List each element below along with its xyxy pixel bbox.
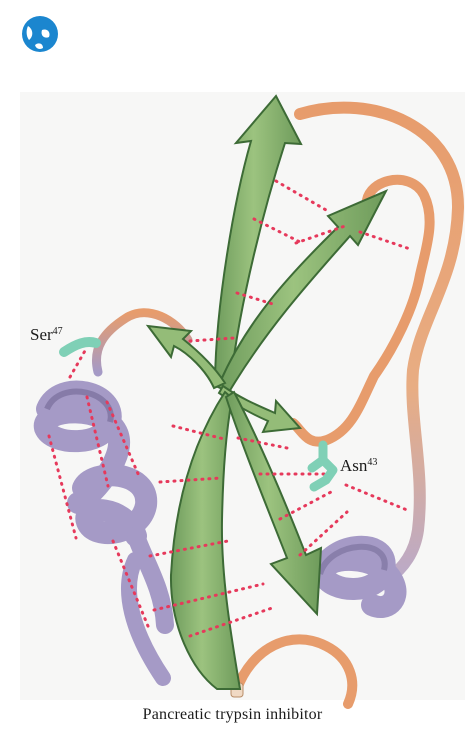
ser-47-side-chain — [64, 342, 96, 352]
asn-43-label: Asn43 — [340, 456, 377, 476]
left-alpha-helix — [45, 392, 165, 678]
ser-47-label: Ser47 — [30, 325, 63, 345]
figure-caption: Pancreatic trypsin inhibitor — [0, 706, 465, 724]
beta-sheet — [148, 96, 386, 689]
asn-residue-number: 43 — [367, 457, 377, 468]
ser-residue-number: 47 — [53, 326, 63, 337]
ser-residue-name: Ser — [30, 325, 53, 344]
bottom-loop — [237, 639, 352, 704]
asn-residue-name: Asn — [340, 456, 367, 475]
right-alpha-helix — [320, 547, 395, 607]
asn-43-side-chain — [312, 445, 333, 487]
